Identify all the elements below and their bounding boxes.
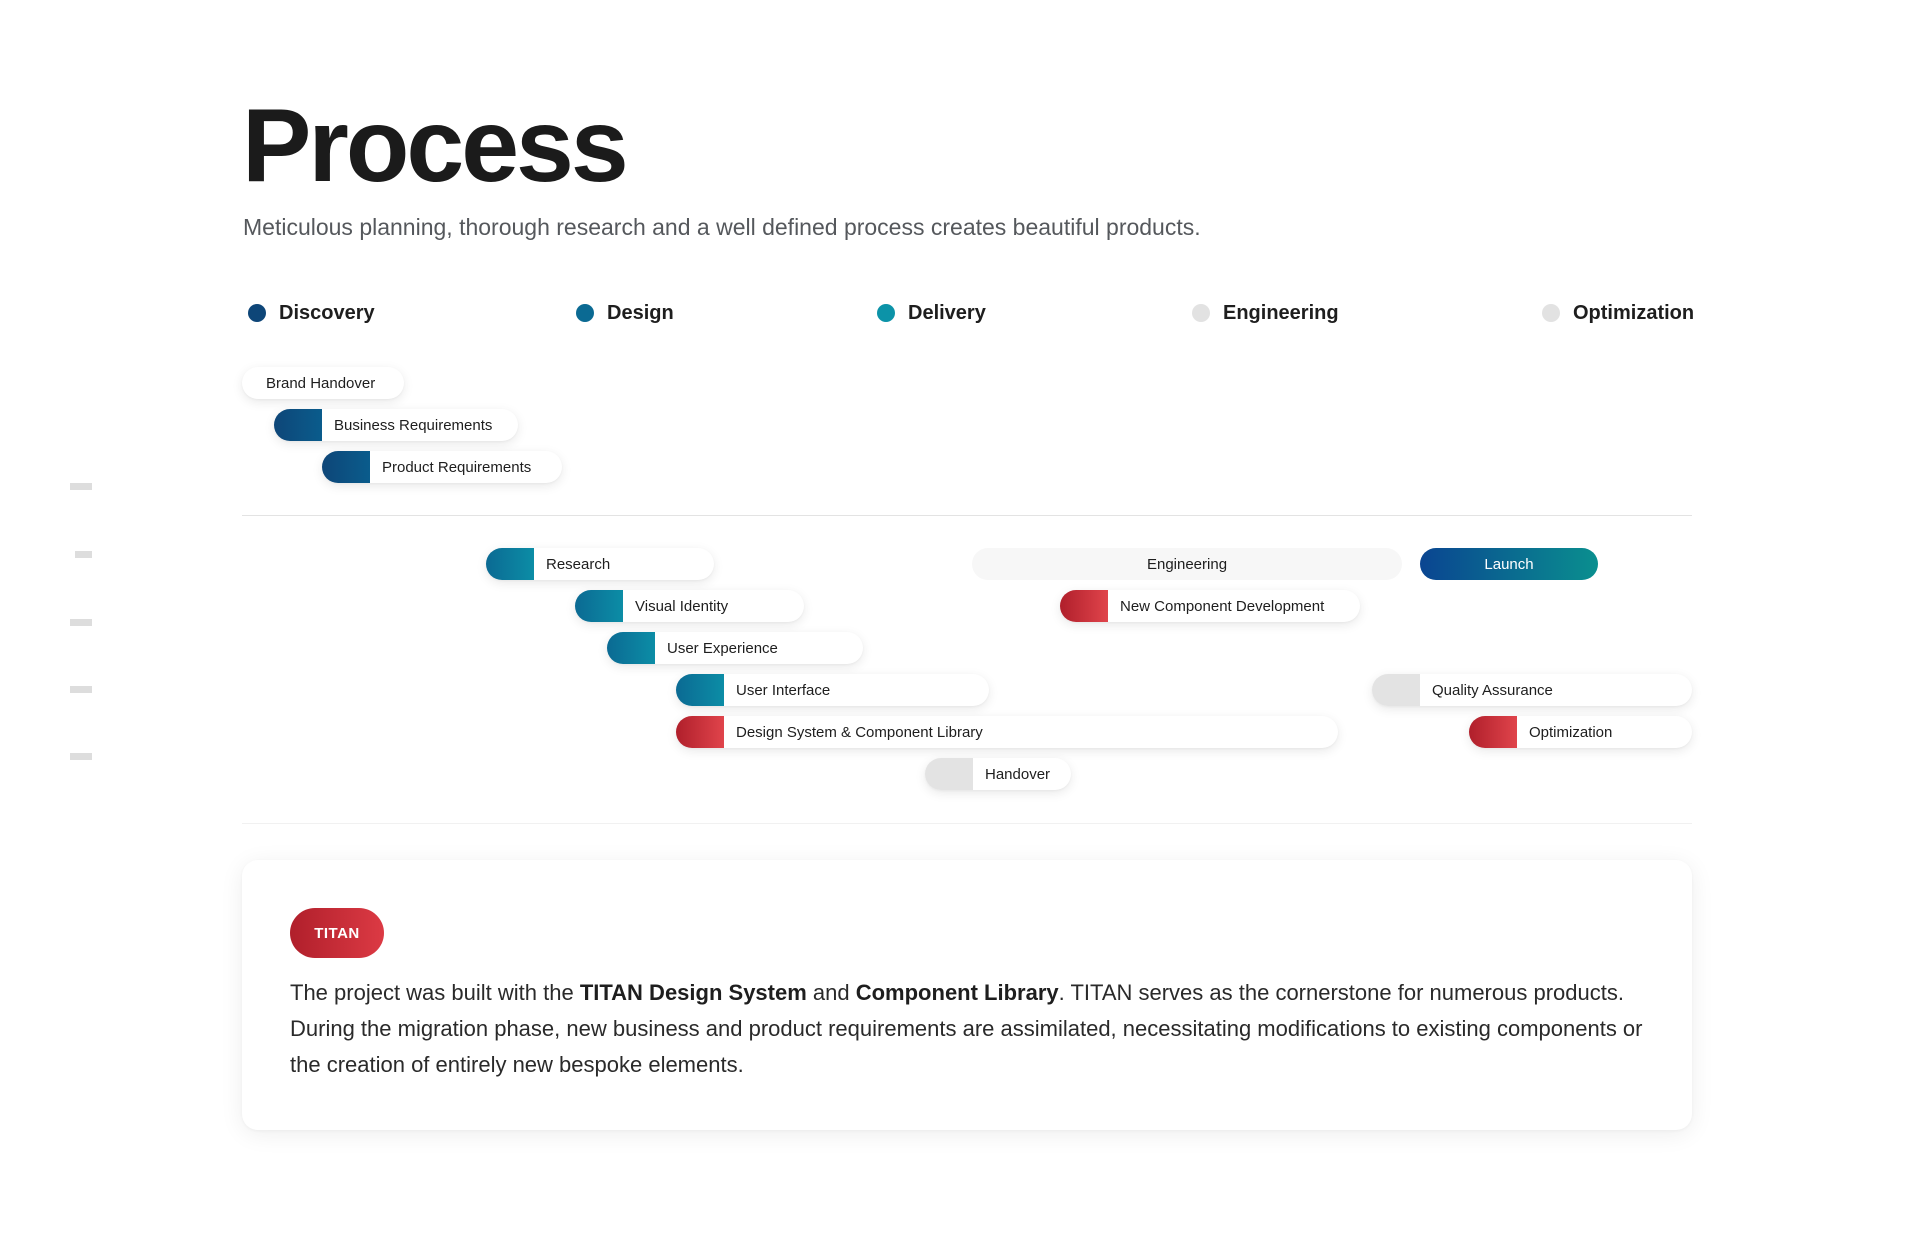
legend-label: Design xyxy=(607,301,674,324)
task-visual-identity[interactable]: Visual Identity xyxy=(575,590,804,622)
task-label: Handover xyxy=(985,765,1051,783)
task-label: Business Requirements xyxy=(334,416,493,434)
task-user-interface[interactable]: User Interface xyxy=(676,674,989,706)
legend-item-discovery[interactable]: Discovery xyxy=(248,301,375,325)
legend-item-design[interactable]: Design xyxy=(576,301,674,325)
task-business-requirements[interactable]: Business Requirements xyxy=(274,409,518,441)
titan-info-card: TITAN The project was built with the TIT… xyxy=(242,860,1692,1130)
section-divider xyxy=(242,515,1692,516)
task-label: Product Requirements xyxy=(382,458,532,476)
task-product-requirements[interactable]: Product Requirements xyxy=(322,451,562,483)
titan-description: The project was built with the TITAN Des… xyxy=(290,980,1643,1077)
task-quality-assurance[interactable]: Quality Assurance xyxy=(1372,674,1692,706)
section-marker[interactable] xyxy=(70,686,92,693)
section-marker[interactable] xyxy=(75,551,92,558)
legend-item-delivery[interactable]: Delivery xyxy=(877,301,986,325)
task-label: New Component Development xyxy=(1120,597,1325,615)
task-phase-marker xyxy=(322,451,370,483)
legend-label: Delivery xyxy=(908,301,986,324)
task-handover[interactable]: Handover xyxy=(925,758,1071,790)
task-label: Optimization xyxy=(1529,723,1613,741)
section-marker[interactable] xyxy=(70,483,92,490)
legend-dot-engineering xyxy=(1192,304,1210,322)
task-phase-marker xyxy=(575,590,623,622)
legend-dot-discovery xyxy=(248,304,266,322)
legend-dot-design xyxy=(576,304,594,322)
task-label: Launch xyxy=(1484,555,1534,573)
legend-label: Discovery xyxy=(279,301,375,324)
task-new-component-development[interactable]: New Component Development xyxy=(1060,590,1360,622)
page-subtitle: Meticulous planning, thorough research a… xyxy=(243,214,1201,240)
titan-badge: TITAN xyxy=(290,908,384,958)
task-launch[interactable]: Launch xyxy=(1420,548,1598,580)
page-title: Process xyxy=(242,88,629,204)
task-phase-marker xyxy=(1372,674,1420,706)
task-engineering[interactable]: Engineering xyxy=(972,548,1402,580)
legend-item-optimization[interactable]: Optimization xyxy=(1542,301,1694,325)
task-label: Research xyxy=(546,555,611,573)
task-phase-marker xyxy=(607,632,655,664)
task-phase-marker xyxy=(676,716,724,748)
legend-item-engineering[interactable]: Engineering xyxy=(1192,301,1339,325)
task-label: Quality Assurance xyxy=(1432,681,1553,699)
component-library-highlight: Component Library xyxy=(855,980,1059,1005)
titan-design-system-highlight: TITAN Design System xyxy=(579,980,807,1005)
section-divider xyxy=(242,823,1692,824)
legend-label: Optimization xyxy=(1573,301,1695,324)
legend-label: Engineering xyxy=(1223,301,1339,324)
task-optimization[interactable]: Optimization xyxy=(1469,716,1692,748)
task-brand-handover[interactable]: Brand Handover xyxy=(242,367,404,399)
task-design-system-component-library[interactable]: Design System & Component Library xyxy=(676,716,1338,748)
task-phase-marker xyxy=(1060,590,1108,622)
task-label: Brand Handover xyxy=(266,374,376,392)
task-research[interactable]: Research xyxy=(486,548,714,580)
task-phase-marker xyxy=(1469,716,1517,748)
section-marker[interactable] xyxy=(70,753,92,760)
legend-dot-optimization xyxy=(1542,304,1560,322)
task-user-experience[interactable]: User Experience xyxy=(607,632,863,664)
section-marker[interactable] xyxy=(70,619,92,626)
legend-dot-delivery xyxy=(877,304,895,322)
task-label: User Interface xyxy=(736,681,831,699)
task-label: User Experience xyxy=(667,639,778,657)
task-label: Design System & Component Library xyxy=(736,723,983,741)
task-label: Visual Identity xyxy=(635,597,729,615)
task-label: Engineering xyxy=(1146,555,1228,573)
task-phase-marker xyxy=(486,548,534,580)
task-phase-marker xyxy=(925,758,973,790)
task-phase-marker xyxy=(676,674,724,706)
task-phase-marker xyxy=(274,409,322,441)
